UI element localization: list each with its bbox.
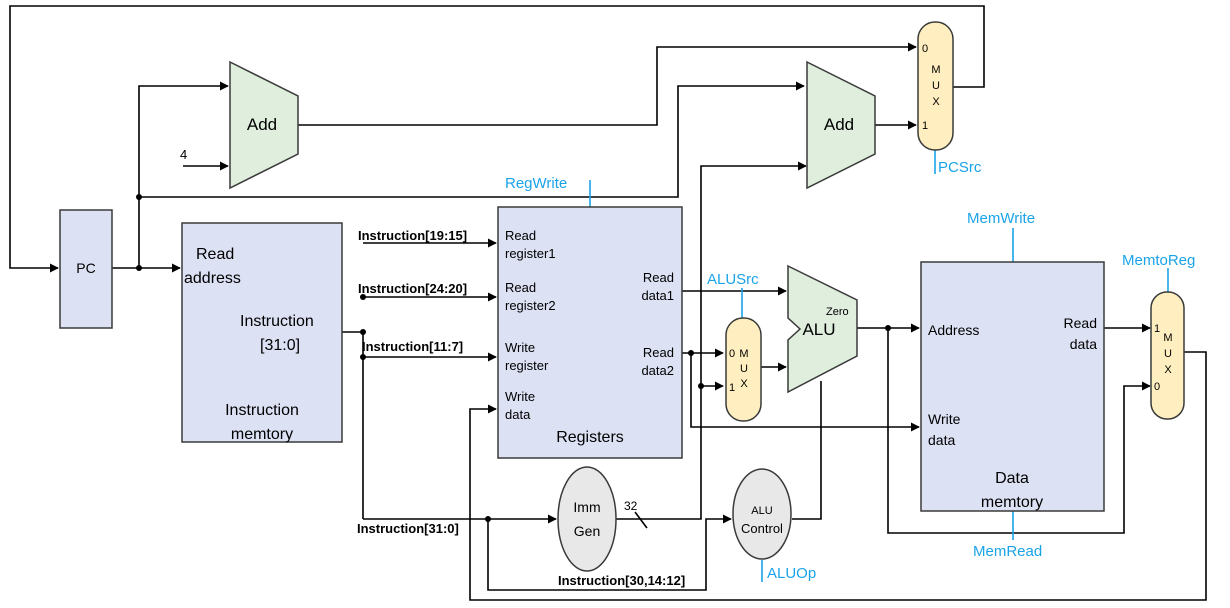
instr-rs1-label: Instruction[19:15]	[358, 228, 467, 243]
instruction-memory	[181, 222, 343, 443]
memwrite-label: MemWrite	[967, 210, 1035, 227]
reg-in4-b: data	[505, 407, 531, 422]
wb-mux-letter-u: U	[1164, 348, 1172, 360]
wire-immgen-out	[616, 161, 807, 520]
alu-control-line2: Control	[741, 521, 783, 536]
alu-mux-in1: 1	[729, 382, 735, 394]
wire-alucontrol-to-alu	[792, 381, 822, 520]
alu-mux-letter-x: X	[740, 378, 748, 390]
wire-instruction-bus	[342, 331, 364, 519]
wire-width-slash	[634, 511, 648, 529]
dm-read-b: data	[1070, 336, 1097, 352]
control-wires	[589, 150, 1169, 582]
wire-funct	[487, 514, 732, 591]
aluop-label: ALUOp	[767, 565, 816, 582]
dm-read-a: Read	[1064, 315, 1097, 331]
instr-rd-label: Instruction[11:7]	[362, 339, 463, 354]
wire-add-to-pcmux	[298, 42, 917, 126]
dm-title-2: memtory	[981, 494, 1043, 511]
wb-mux-letter-m: M	[1163, 332, 1172, 344]
memtoreg-label: MemtoReg	[1122, 252, 1195, 269]
register-file	[497, 206, 683, 459]
imm-width-label: 32	[624, 499, 638, 513]
reg-out1-b: data1	[641, 288, 674, 303]
reg-in1-a: Read	[505, 228, 536, 243]
imm-gen	[557, 466, 617, 572]
wire-pcmux-to-pc	[9, 5, 985, 273]
wire-readdata2-to-mem	[690, 353, 920, 432]
im-title-1: Instruction	[225, 402, 299, 419]
alu-label: ALU	[802, 320, 835, 339]
reg-in3-b: register	[505, 358, 549, 373]
im-title-2: memtory	[231, 426, 293, 443]
im-bits-label: [31:0]	[260, 337, 300, 354]
const-4-label: 4	[180, 147, 187, 162]
pc-mux-letter-u: U	[932, 80, 940, 92]
adder-right-label: Add	[824, 115, 854, 134]
wb-mux-in1: 1	[1154, 323, 1160, 335]
adder-branch	[806, 60, 876, 190]
immgen-line2: Gen	[574, 523, 600, 539]
wire-pc-to-add	[138, 81, 229, 268]
pc-mux-letter-x: X	[932, 96, 940, 108]
reg-out2-a: Read	[643, 345, 674, 360]
reg-in3-a: Write	[505, 340, 535, 355]
pc-mux-in0: 0	[922, 43, 928, 55]
alusrc-label: ALUSrc	[707, 271, 759, 288]
memtoreg-mux	[1150, 291, 1185, 420]
registers-title: Registers	[556, 429, 624, 446]
data-memory	[920, 261, 1105, 512]
immgen-line1: Imm	[573, 499, 600, 515]
alu-control-line1: ALU	[751, 505, 772, 517]
alu-src-mux	[725, 317, 762, 422]
alu-control	[732, 468, 792, 560]
alu	[787, 264, 858, 394]
im-address-label: address	[184, 270, 241, 287]
reg-in2-b: register2	[505, 298, 556, 313]
regwrite-label: RegWrite	[505, 175, 567, 192]
dm-write-b: data	[928, 432, 955, 448]
pc-register	[59, 209, 113, 329]
adder-left-label: Add	[247, 115, 277, 134]
pc-mux-in1: 1	[922, 120, 928, 132]
wire-writeback	[469, 351, 1207, 601]
dm-title-1: Data	[995, 470, 1029, 487]
dm-write-a: Write	[928, 411, 961, 427]
reg-out1-a: Read	[643, 270, 674, 285]
wire-pc-to-branch-add	[139, 81, 805, 198]
wires	[9, 5, 1207, 601]
alu-zero-label: Zero	[826, 306, 849, 318]
alu-mux-letter-u: U	[740, 363, 748, 375]
junctions	[136, 194, 891, 522]
pc-mux-letter-m: M	[931, 64, 940, 76]
im-instruction-label: Instruction	[240, 313, 314, 330]
reg-in4-a: Write	[505, 389, 535, 404]
alu-mux-in0: 0	[729, 348, 735, 360]
pcsrc-label: PCSrc	[938, 159, 982, 176]
reg-in1-b: register1	[505, 246, 556, 261]
dm-address-label: Address	[928, 322, 979, 338]
alu-mux-letter-m: M	[739, 348, 748, 360]
reg-in2-a: Read	[505, 280, 536, 295]
instr-funct-label: Instruction[30,14:12]	[558, 573, 685, 588]
pc-label: PC	[76, 260, 95, 276]
adder-pc-plus-4	[229, 60, 299, 190]
reg-out2-b: data2	[641, 363, 674, 378]
instr-rs2-label: Instruction[24:20]	[358, 281, 467, 296]
pc-mux	[917, 21, 954, 151]
instr-imm-label: Instruction[31:0]	[357, 521, 459, 536]
wire-alu-bypass	[887, 328, 1151, 534]
memread-label: MemRead	[973, 543, 1042, 560]
im-read-label: Read	[196, 246, 234, 263]
wb-mux-in0: 0	[1154, 381, 1160, 393]
wb-mux-letter-x: X	[1164, 364, 1172, 376]
